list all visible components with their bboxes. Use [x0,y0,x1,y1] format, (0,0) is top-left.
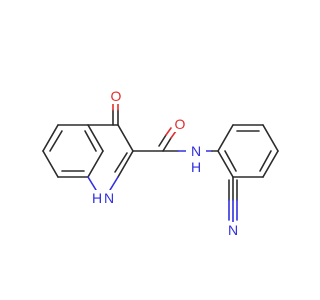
atom-label-nitrile-n: N [228,222,238,238]
bond [217,124,234,152]
atom-label-ring-nh-h: H [92,190,102,206]
bond [158,134,167,147]
bond-double-inner [84,130,97,152]
bond [262,150,279,178]
bond [217,150,234,178]
bond [87,176,97,191]
atom-label-amide-n: N [191,143,201,159]
bond [42,124,59,152]
molecule-structure-diagram: O O H N N H N [42,88,279,238]
atom-labels-layer: O O H N N H N [88,88,240,238]
bond-double-inner [224,150,237,172]
bond [117,150,134,178]
bond-double-inner [49,130,63,152]
bonds-layer [42,99,279,223]
bond-double-inner [259,150,272,172]
bond [262,124,279,152]
bond [170,130,177,139]
atom-label-amide-oxygen: O [175,116,186,132]
bond [42,150,59,178]
bond [109,176,119,191]
atom-label-ring-n: N [104,190,114,206]
bond [87,150,104,178]
atom-label-amide-h: H [191,159,201,175]
atom-label-ring-oxygen: O [111,88,122,104]
bond-double-inner [114,152,128,173]
bond [165,127,172,136]
bond [162,137,172,152]
bond [87,124,104,152]
bond [117,124,134,152]
